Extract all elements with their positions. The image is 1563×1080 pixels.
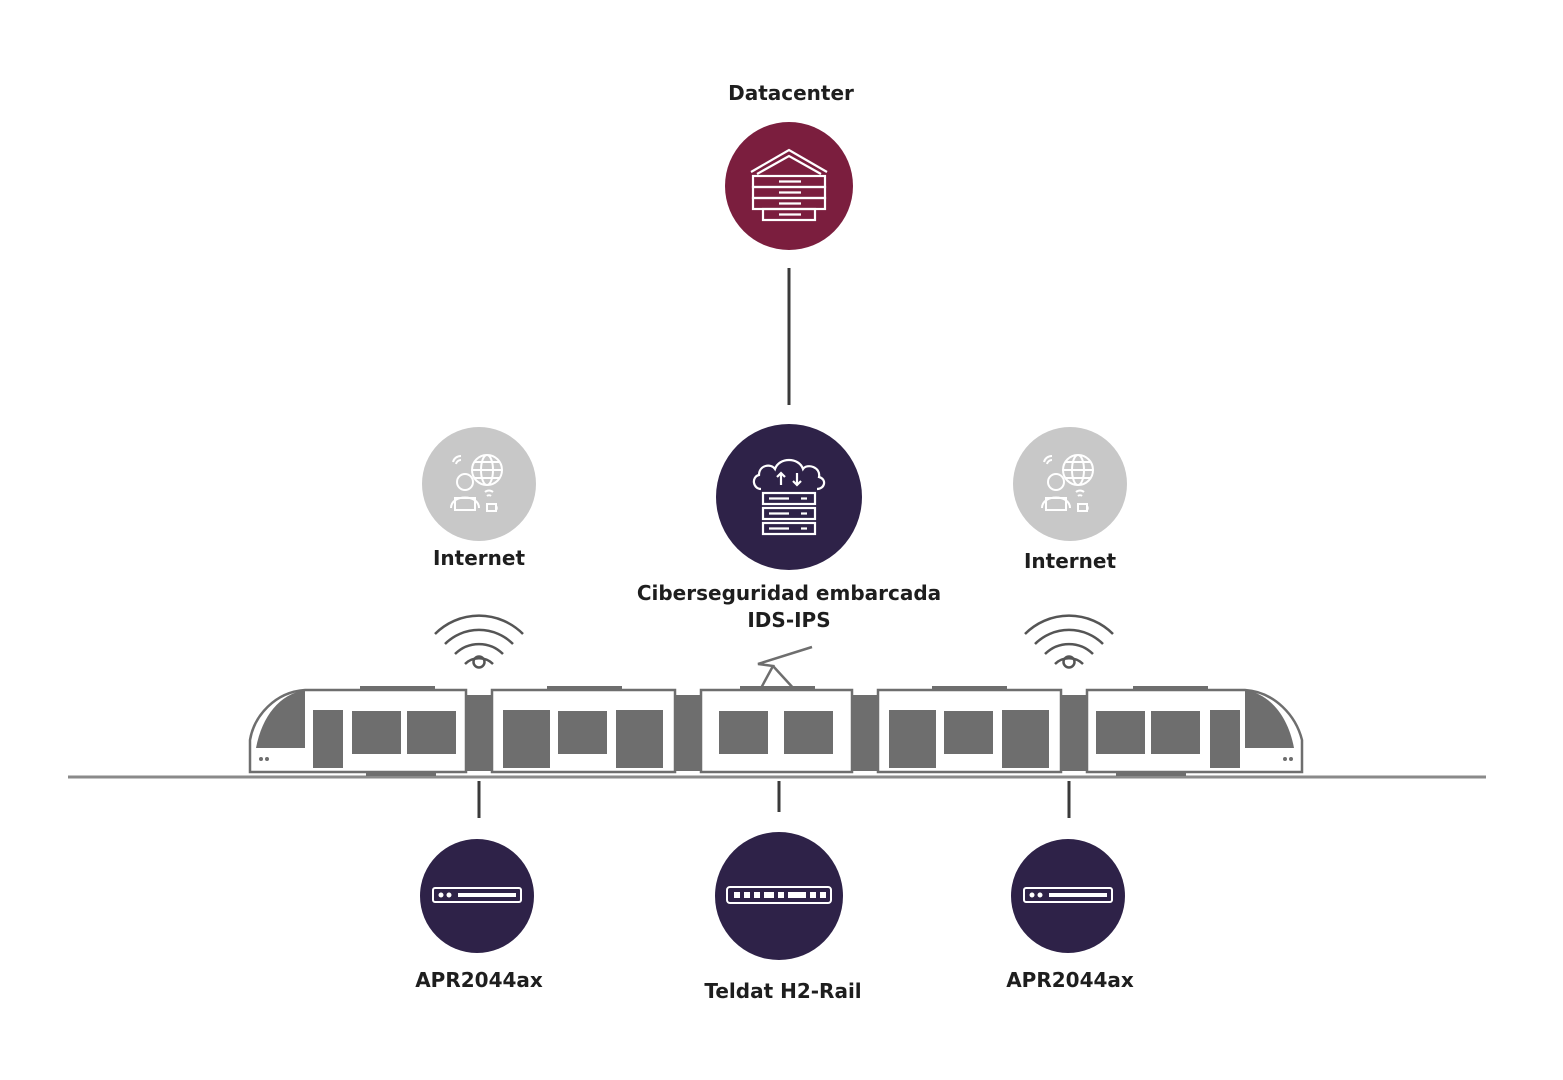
internet-label-left: Internet — [432, 546, 526, 570]
wifi-icon — [1024, 614, 1114, 669]
cloud-server-icon — [752, 458, 826, 536]
router-icon — [1023, 887, 1113, 903]
router-icon — [726, 886, 832, 904]
wifi-icon — [434, 614, 524, 669]
user-globe-icon — [450, 454, 503, 512]
security-label-line2: IDS-IPS — [747, 608, 831, 632]
router-node-left[interactable] — [420, 839, 534, 953]
security-node[interactable] — [716, 424, 862, 570]
datacenter-label: Datacenter — [728, 81, 854, 105]
datacenter-server-icon — [750, 148, 828, 222]
user-globe-icon — [1041, 454, 1094, 512]
router-label-left: APR2044ax — [415, 968, 543, 992]
internet-label-right: Internet — [1023, 549, 1117, 573]
router-node-right[interactable] — [1011, 839, 1125, 953]
router-label-center: Teldat H2-Rail — [704, 979, 862, 1003]
router-icon — [432, 887, 522, 903]
router-node-center[interactable] — [715, 832, 843, 960]
train-icon — [248, 645, 1304, 776]
internet-node-left[interactable] — [422, 427, 536, 541]
security-label-line1: Ciberseguridad embarcada — [636, 581, 942, 605]
internet-node-right[interactable] — [1013, 427, 1127, 541]
router-label-right: APR2044ax — [1006, 968, 1134, 992]
datacenter-node[interactable] — [725, 122, 853, 250]
